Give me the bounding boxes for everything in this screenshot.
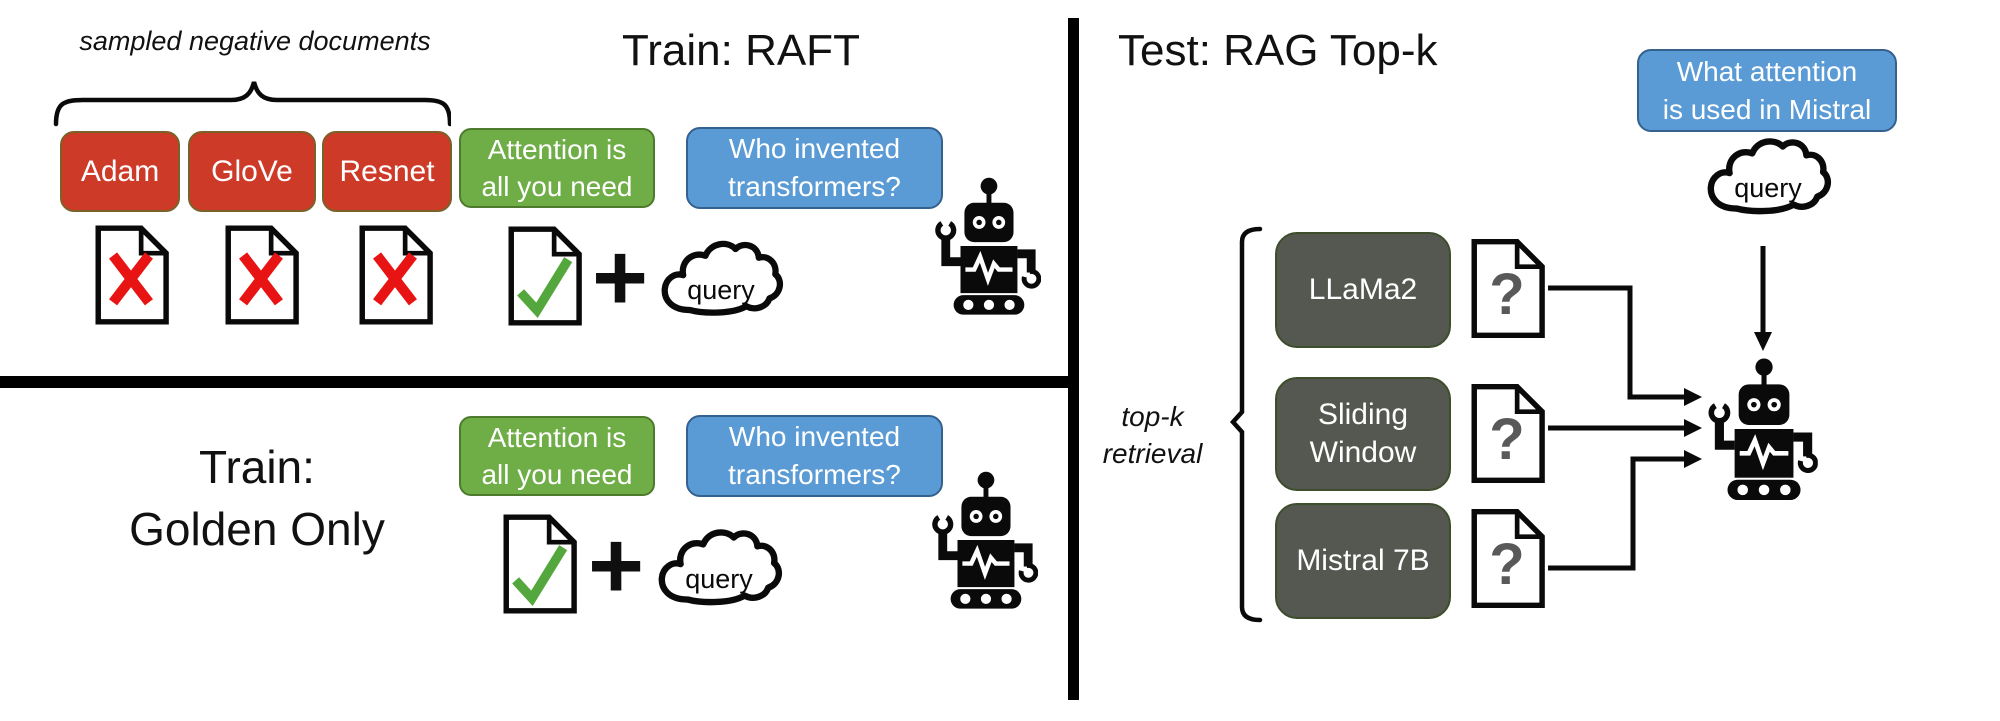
robot-icon (930, 471, 1038, 609)
rejected-document-icon (222, 224, 300, 326)
horizontal-divider (0, 376, 1079, 388)
query-cloud-icon: query (658, 236, 784, 324)
negative-doc-box: Adam (60, 131, 180, 212)
plus-icon: + (591, 224, 649, 331)
vertical-divider (1068, 18, 1079, 700)
negative-doc-box: Resnet (322, 131, 452, 212)
negative-doc-box: GloVe (188, 131, 316, 212)
accepted-document-icon (505, 224, 583, 328)
golden-doc-box: Attention is all you need (459, 416, 655, 496)
query-cloud-icon: query (655, 524, 783, 614)
question-mark: ? (1489, 262, 1525, 327)
model-box: LLaMa2 (1275, 232, 1451, 348)
robot-icon (933, 177, 1041, 315)
question-mark: ? (1489, 407, 1525, 472)
test-question-box: What attention is used in Mistral (1637, 49, 1897, 132)
sampled-negatives-caption: sampled negative documents (79, 26, 431, 56)
accepted-document-icon (500, 512, 578, 616)
rejected-document-icon (356, 224, 434, 326)
robot-icon (1706, 358, 1818, 500)
retrieved-document-icon: ? (1468, 237, 1546, 340)
model-box: Mistral 7B (1275, 503, 1451, 619)
curly-brace-icon (53, 81, 451, 127)
question-box: Who invented transformers? (686, 415, 943, 497)
train-golden-title: Train: Golden Only (129, 441, 385, 555)
test-rag-title: Test: RAG Top-k (1118, 26, 1438, 75)
bracket-icon (1229, 226, 1263, 623)
retrieved-document-icon: ? (1468, 382, 1546, 485)
question-box: Who invented transformers? (686, 127, 943, 209)
golden-doc-box: Attention is all you need (459, 128, 655, 208)
model-box: Sliding Window (1275, 377, 1451, 491)
plus-icon: + (587, 512, 645, 619)
query-label: query (1734, 172, 1802, 203)
train-raft-title: Train: RAFT (622, 26, 860, 75)
query-label: query (685, 563, 753, 594)
question-mark: ? (1489, 532, 1525, 597)
rejected-document-icon (92, 224, 170, 326)
query-label: query (687, 274, 755, 305)
query-cloud-icon: query (1704, 133, 1832, 223)
topk-retrieval-caption: top-k retrieval (1102, 401, 1203, 469)
retrieved-document-icon: ? (1468, 507, 1546, 610)
